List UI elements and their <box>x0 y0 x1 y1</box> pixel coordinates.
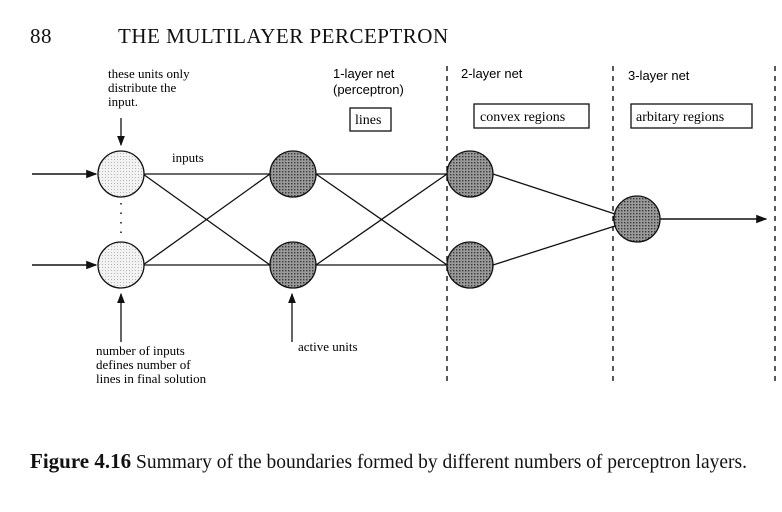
layer2-unit-2 <box>446 241 494 289</box>
heading-perceptron: (perceptron) <box>333 82 404 97</box>
heading-2-layer: 2-layer net <box>461 66 523 81</box>
box-lines <box>349 107 392 132</box>
input-note-line-2: distribute the <box>108 80 176 95</box>
inputs-note-line-1: number of inputs <box>96 343 185 358</box>
heading-1-layer: 1-layer net <box>333 66 395 81</box>
figure-label: Figure 4.16 <box>30 449 132 473</box>
box-lines-label: lines <box>355 113 381 128</box>
network-figure: these units only distribute the input. i… <box>32 66 776 386</box>
layer1-unit-1 <box>269 150 317 198</box>
inputs-note-line-3: lines in final solution <box>96 371 207 386</box>
inputs-note-line-2: defines number of <box>96 357 191 372</box>
figure-caption: Figure 4.16 Summary of the boundaries fo… <box>30 446 775 478</box>
input-note-line-1: these units only <box>108 66 190 81</box>
layer1-unit-2 <box>269 241 317 289</box>
connections <box>142 173 616 266</box>
running-title: THE MULTILAYER PERCEPTRON <box>118 24 449 48</box>
page-number: 88 <box>30 24 52 48</box>
box-arbitary-label: arbitary regions <box>636 110 724 125</box>
page-header: 88 THE MULTILAYER PERCEPTRON <box>30 24 449 49</box>
box-convex-label: convex regions <box>480 110 565 125</box>
input-note-line-3: input. <box>108 94 138 109</box>
layer2-unit-1 <box>446 150 494 198</box>
input-unit-2 <box>97 241 145 289</box>
box-convex <box>473 103 590 129</box>
box-arbitary <box>630 103 753 129</box>
caption-text: Summary of the boundaries formed by diff… <box>131 452 747 473</box>
active-units-label: active units <box>298 339 358 354</box>
heading-3-layer: 3-layer net <box>628 68 690 83</box>
layer3-unit <box>613 195 661 243</box>
input-unit-1 <box>97 150 145 198</box>
inputs-label: inputs <box>172 150 204 165</box>
